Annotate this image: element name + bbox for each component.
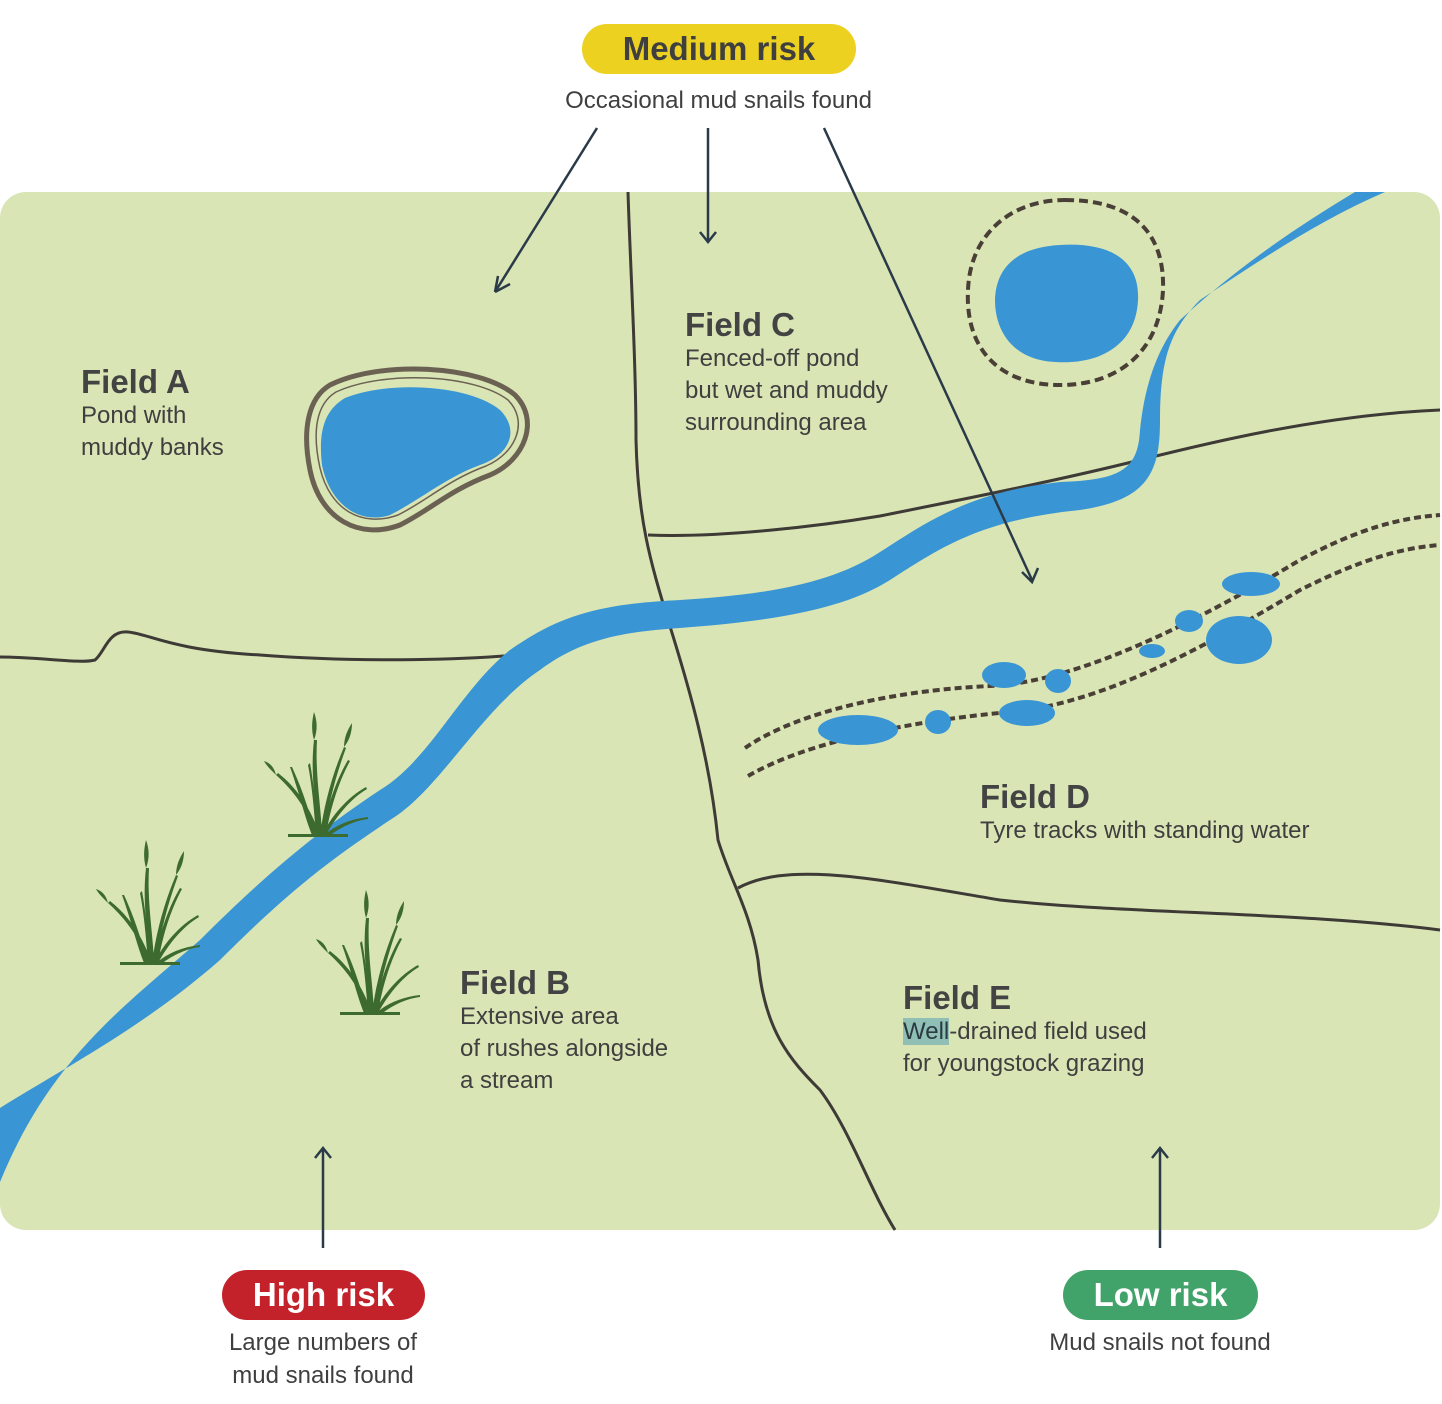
field-b-desc: Extensive area of rushes alongside a str… — [460, 1003, 669, 1094]
field-d-desc: Tyre tracks with standing water — [980, 817, 1310, 844]
tyre-tracks-icon — [743, 513, 1441, 778]
medium-risk-badge: Medium risk — [582, 24, 856, 74]
field-a-label: Field A Pond with muddy banks — [81, 364, 224, 464]
field-b-title: Field B — [460, 964, 571, 1001]
high-risk-caption: Large numbers of mud snails found — [228, 1329, 418, 1389]
arrow-icon — [314, 127, 1169, 1248]
field-e-desc-rest: -drained field used for youngstock grazi… — [903, 1018, 1147, 1077]
fenced-pond-icon — [965, 197, 1166, 388]
field-d-label: Field D Tyre tracks with standing water — [980, 779, 1309, 847]
field-a-desc: Pond with muddy banks — [81, 402, 224, 461]
field-d-title: Field D — [980, 778, 1091, 815]
field-e-title: Field E — [903, 979, 1012, 1016]
medium-risk-caption: Occasional mud snails found — [565, 87, 872, 114]
highlighted-text: Well — [903, 1018, 950, 1045]
field-b-label: Field B Extensive area of rushes alongsi… — [460, 965, 668, 1097]
field-a-title: Field A — [81, 363, 190, 400]
field-c-title: Field C — [685, 306, 796, 343]
low-risk-caption: Mud snails not found — [1049, 1329, 1271, 1356]
high-risk-badge: High risk — [222, 1270, 425, 1320]
field-e-label: Field E Well-drained field used for youn… — [903, 980, 1147, 1080]
low-risk-badge: Low risk — [1063, 1270, 1258, 1320]
pond-icon — [304, 366, 530, 533]
field-boundaries — [0, 191, 1441, 1231]
field-c-desc: Fenced-off pond but wet and muddy surrou… — [685, 345, 888, 436]
field-e-desc: Well-drained field used for youngstock g… — [903, 1016, 1147, 1080]
field-c-label: Field C Fenced-off pond but wet and mudd… — [685, 307, 888, 439]
